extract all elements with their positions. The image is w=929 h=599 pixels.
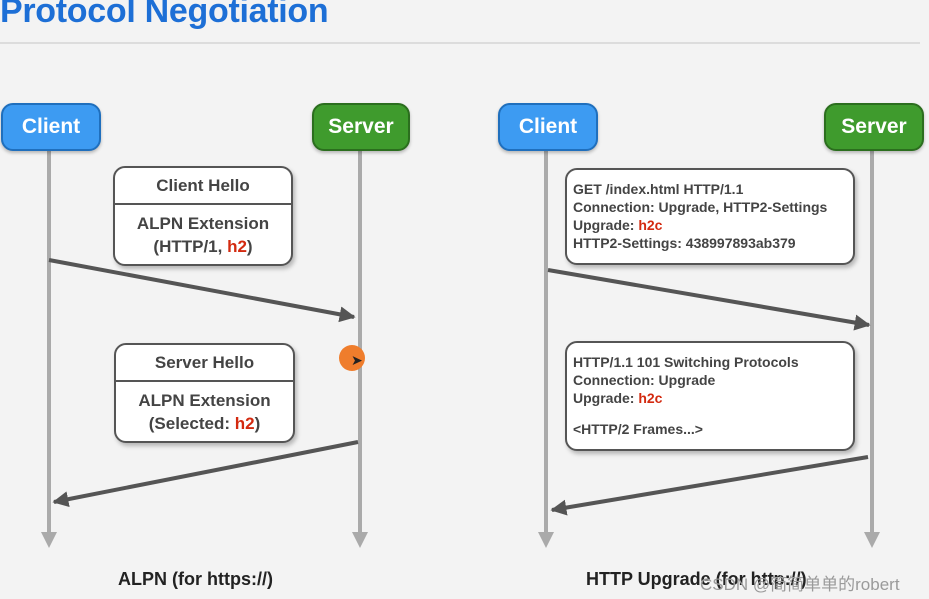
client-hello-h2: h2	[227, 237, 247, 256]
client-hello-title: Client Hello	[115, 168, 291, 205]
upgrade-server-actor: Server	[824, 103, 924, 151]
client-hello-box: Client Hello ALPN Extension (HTTP/1, h2)	[113, 166, 293, 266]
server-hello-selected-open: (Selected:	[148, 414, 235, 433]
request-h2c: h2c	[638, 217, 663, 233]
response-connection-header: Connection: Upgrade	[573, 372, 716, 388]
response-upgrade-header: Upgrade: h2c	[573, 389, 847, 407]
upgrade-caption: HTTP Upgrade (for http://)	[586, 569, 807, 589]
upgrade-request-box: GET /index.html HTTP/1.1 Connection: Upg…	[565, 168, 855, 265]
response-frames: <HTTP/2 Frames...>	[573, 421, 703, 437]
upgrade-request-arrow	[547, 268, 871, 331]
cursor-icon: ➤	[351, 352, 363, 368]
upgrade-response-arrow	[550, 455, 869, 516]
client-hello-body: ALPN Extension (HTTP/1, h2)	[115, 205, 291, 258]
client-hello-protocols: (HTTP/1, h2)	[121, 235, 285, 258]
server-hello-title: Server Hello	[116, 345, 293, 382]
request-line: GET /index.html HTTP/1.1	[573, 181, 744, 197]
upgrade-client-actor: Client	[498, 103, 598, 151]
page-title: Protocol Negotiation	[0, 0, 329, 30]
server-hello-selected: (Selected: h2)	[122, 412, 287, 435]
client-hello-arrow	[48, 258, 356, 323]
upgrade-response-box: HTTP/1.1 101 Switching Protocols Connect…	[565, 341, 855, 451]
server-hello-body: ALPN Extension (Selected: h2)	[116, 382, 293, 435]
alpn-server-actor: Server	[312, 103, 410, 151]
server-hello-h2: h2	[234, 414, 255, 433]
server-hello-selected-close: )	[254, 414, 261, 433]
pointer-highlight	[339, 345, 365, 371]
server-hello-ext: ALPN Extension	[138, 391, 271, 410]
response-upgrade-key: Upgrade:	[573, 390, 639, 406]
server-hello-arrow	[52, 440, 359, 508]
client-hello-ext: ALPN Extension	[136, 214, 270, 233]
request-settings-header: HTTP2-Settings: 438997893ab379	[573, 235, 796, 251]
client-hello-protocols-close: )	[246, 237, 253, 256]
client-hello-protocols-open: (HTTP/1,	[153, 237, 228, 256]
request-upgrade-key: Upgrade:	[573, 217, 639, 233]
title-divider	[0, 42, 920, 44]
response-h2c: h2c	[638, 390, 663, 406]
alpn-client-actor: Client	[1, 103, 101, 151]
alpn-caption: ALPN (for https://)	[118, 569, 273, 589]
watermark: CSDN @简简单单的robert	[700, 575, 900, 594]
response-status-line: HTTP/1.1 101 Switching Protocols	[573, 354, 799, 370]
request-connection-header: Connection: Upgrade, HTTP2-Settings	[573, 199, 828, 215]
request-upgrade-header: Upgrade: h2c	[573, 216, 847, 234]
server-hello-box: Server Hello ALPN Extension (Selected: h…	[114, 343, 295, 443]
